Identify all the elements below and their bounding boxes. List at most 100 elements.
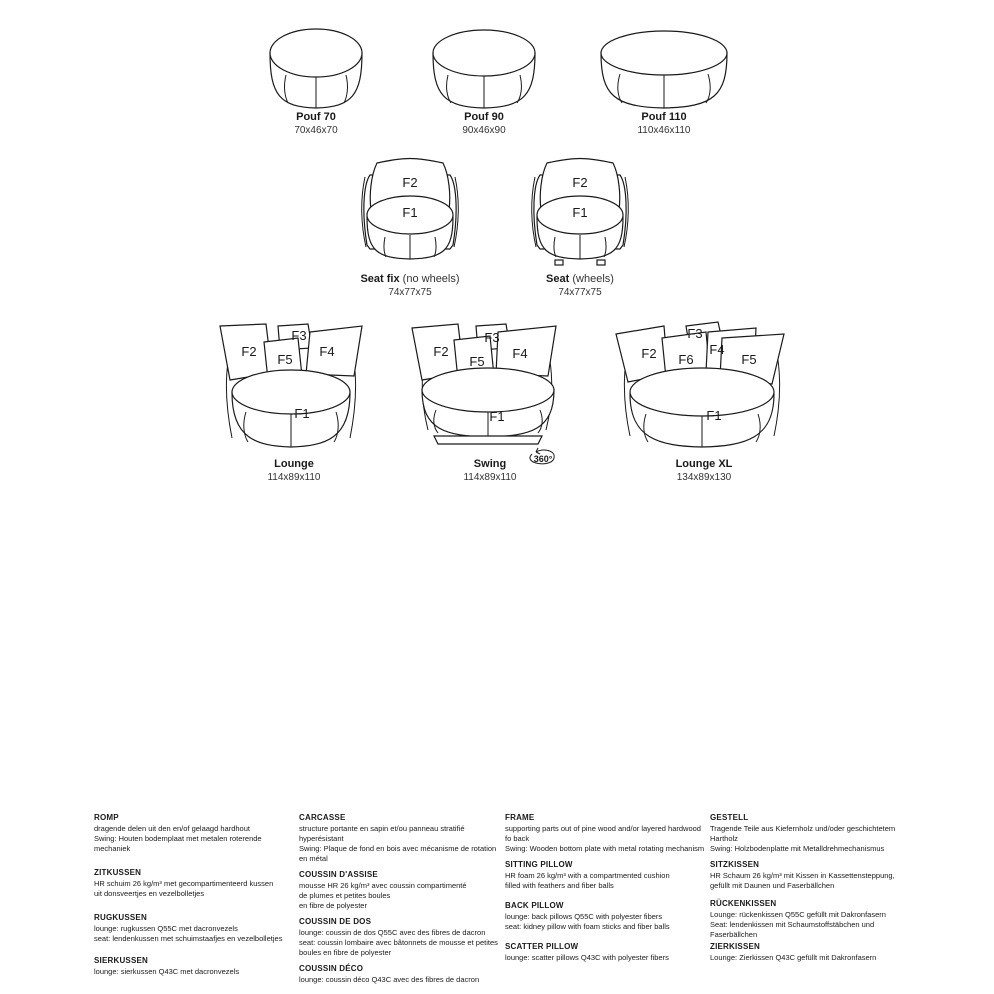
spec-heading: RÜCKENKISSEN xyxy=(710,899,777,908)
spec-heading: BACK PILLOW xyxy=(505,901,564,910)
seat-wheels-drawing: F2 F1 xyxy=(531,157,629,266)
component-label: F2 xyxy=(433,344,448,359)
product-note: (wheels) xyxy=(572,273,614,285)
spec-section: COUSSIN DÉCO lounge: coussin déco Q43C av… xyxy=(299,964,499,985)
spec-text: mousse HR 26 kg/m³ avec coussin comparti… xyxy=(299,881,467,910)
product-name: Pouf 70 xyxy=(296,111,336,123)
lounge-xl: F2 F3 F6 F4 F5 F1 Lounge XL 134x89x130 xyxy=(614,318,794,488)
seat-fix-drawing: F2 F1 xyxy=(361,157,459,260)
lounge-drawing: F2 F3 F5 F4 F1 xyxy=(219,323,363,448)
product-name: Pouf 110 xyxy=(641,111,687,123)
product-name: Lounge XL xyxy=(675,458,733,470)
spec-text: Tragende Teile aus Kiefernholz und/oder … xyxy=(710,824,896,853)
seat-wheels: F2 F1 Seat (wheels) 74x77x75 xyxy=(515,155,645,305)
spec-text: HR foam 26 kg/m³ with a compartmented cu… xyxy=(505,871,670,890)
spec-section: COUSSIN D'ASSISE mousse HR 26 kg/m³ avec … xyxy=(299,870,499,911)
component-label: F2 xyxy=(402,175,417,190)
component-label: F4 xyxy=(319,344,334,359)
swing-caption: Swing 114x89x110 xyxy=(410,458,570,484)
seat-fix: F2 F1 Seat fix (no wheels) 74x77x75 xyxy=(345,155,475,305)
spec-heading: ZIERKISSEN xyxy=(710,942,761,951)
component-label: F2 xyxy=(572,175,587,190)
specs-column-fr: CARCASSE structure portante en sapin et/o… xyxy=(299,813,499,991)
spec-heading: SIERKUSSEN xyxy=(94,956,149,965)
spec-text: lounge: coussin déco Q43C avec des fibre… xyxy=(299,975,480,984)
spec-section: SIERKUSSEN lounge: sierkussen Q43C met da… xyxy=(94,956,294,977)
spec-section: SITZKISSEN HR Schaum 26 kg/m³ mit Kissen … xyxy=(710,860,910,891)
pouf-110: Pouf 110 110x46x110 xyxy=(598,25,730,140)
product-name: Seat fix xyxy=(360,273,400,285)
lounge-caption: Lounge 114x89x110 xyxy=(216,458,372,484)
component-label: F6 xyxy=(678,352,693,367)
product-name: Lounge xyxy=(274,458,314,470)
product-dimensions: 114x89x110 xyxy=(267,472,321,483)
component-label: F5 xyxy=(741,352,756,367)
spec-heading: SITZKISSEN xyxy=(710,860,760,869)
pouf-70: Pouf 70 70x46x70 xyxy=(266,25,366,140)
product-dimensions: 134x89x130 xyxy=(676,472,732,483)
spec-heading: SITTING PILLOW xyxy=(505,860,573,869)
pouf-110-drawing xyxy=(600,30,728,109)
seat-wheels-caption: Seat (wheels) 74x77x75 xyxy=(515,273,645,299)
spec-text: lounge: scatter pillows Q43C with polyes… xyxy=(505,953,669,962)
pouf-90-caption: Pouf 90 90x46x90 xyxy=(430,111,538,137)
product-name: Pouf 90 xyxy=(464,111,504,123)
spec-section: CARCASSE structure portante en sapin et/o… xyxy=(299,813,499,864)
component-label: F2 xyxy=(641,346,656,361)
spec-heading: COUSSIN DE DOS xyxy=(299,917,372,926)
component-label: F4 xyxy=(709,342,724,357)
spec-heading: GESTELL xyxy=(710,813,749,822)
component-label: F4 xyxy=(512,346,527,361)
spec-section: COUSSIN DE DOS lounge: coussin de dos Q55… xyxy=(299,917,499,958)
spec-text: HR schuim 26 kg/m³ met gecompartimenteer… xyxy=(94,879,274,898)
product-dimensions: 114x89x110 xyxy=(463,472,517,483)
component-label: F2 xyxy=(241,344,256,359)
component-label: F1 xyxy=(706,408,721,423)
component-label: F1 xyxy=(572,205,587,220)
spec-heading: CARCASSE xyxy=(299,813,346,822)
spec-text: lounge: coussin de dos Q55C avec des fib… xyxy=(299,928,498,957)
lounge-xl-caption: Lounge XL 134x89x130 xyxy=(614,458,794,484)
spec-text: Lounge: rückenkissen Q55C gefüllt mit Da… xyxy=(710,910,886,939)
spec-text: lounge: sierkussen Q43C met dacronvezels xyxy=(94,967,240,976)
spec-section: GESTELL Tragende Teile aus Kiefernholz un… xyxy=(710,813,910,854)
rotation-label: 360° xyxy=(534,454,553,464)
product-dimensions: 90x46x90 xyxy=(462,125,506,136)
spec-heading: RUGKUSSEN xyxy=(94,913,147,922)
spec-heading: ROMP xyxy=(94,813,119,822)
spec-text: HR Schaum 26 kg/m³ mit Kissen in Kassett… xyxy=(710,871,895,890)
spec-text: lounge: rugkussen Q55C met dacronvezels … xyxy=(94,924,283,943)
swing-drawing: F2 F3 F5 F4 F1 360° xyxy=(411,323,557,465)
pouf-70-drawing xyxy=(269,28,363,109)
seat-fix-caption: Seat fix (no wheels) 74x77x75 xyxy=(345,273,475,299)
component-label: F5 xyxy=(277,352,292,367)
pouf-110-caption: Pouf 110 110x46x110 xyxy=(598,111,730,137)
product-dimensions: 74x77x75 xyxy=(558,287,602,298)
pouf-90: Pouf 90 90x46x90 xyxy=(430,25,538,140)
component-label: F5 xyxy=(469,354,484,369)
spec-text: structure portante en sapin et/ou pannea… xyxy=(299,824,497,863)
component-label: F3 xyxy=(484,330,499,345)
pouf-70-caption: Pouf 70 70x46x70 xyxy=(266,111,366,137)
component-label: F3 xyxy=(291,328,306,343)
rotation-360-icon: 360° xyxy=(529,447,555,465)
spec-heading: SCATTER PILLOW xyxy=(505,942,579,951)
specs-column-de: GESTELL Tragende Teile aus Kiefernholz un… xyxy=(710,813,910,969)
component-label: F1 xyxy=(402,205,417,220)
product-note: (no wheels) xyxy=(402,273,460,285)
lounge-xl-drawing: F2 F3 F6 F4 F5 F1 xyxy=(615,321,785,448)
spec-heading: COUSSIN DÉCO xyxy=(299,964,364,973)
spec-text: Lounge: Zierkissen Q43C gefüllt mit Dakr… xyxy=(710,953,877,962)
spec-section: RÜCKENKISSEN Lounge: rückenkissen Q55C ge… xyxy=(710,899,910,940)
component-label: F3 xyxy=(687,326,702,341)
spec-heading: COUSSIN D'ASSISE xyxy=(299,870,378,879)
product-dimensions: 74x77x75 xyxy=(388,287,432,298)
product-dimensions: 70x46x70 xyxy=(294,125,338,136)
